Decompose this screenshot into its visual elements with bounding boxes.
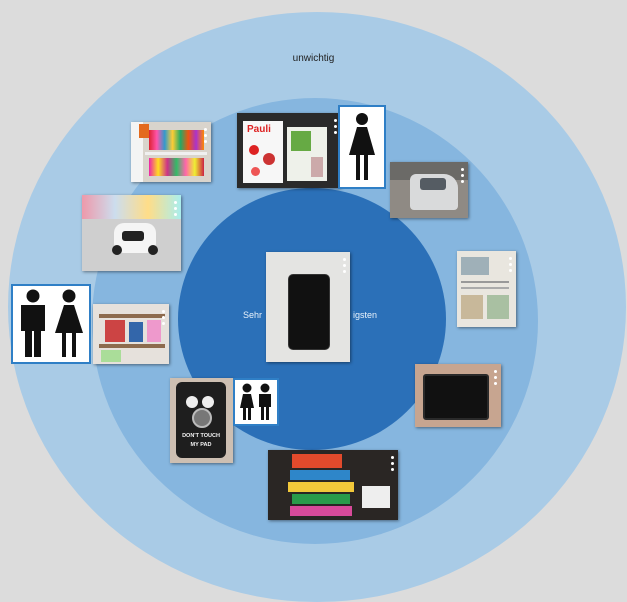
photo-smartphone[interactable]	[266, 252, 350, 362]
inner-ring-label-left: Sehr	[243, 310, 263, 320]
more-dots-icon[interactable]	[334, 119, 337, 134]
photo-newspaper[interactable]	[457, 251, 516, 327]
more-dots-icon[interactable]	[174, 201, 177, 216]
photo-toy-car[interactable]	[82, 195, 181, 271]
more-dots-icon[interactable]	[391, 456, 394, 471]
adults-icon-card	[11, 284, 91, 364]
photo-toy-shelf[interactable]	[93, 304, 169, 364]
children-icon-card	[233, 378, 279, 426]
girl-icon	[240, 383, 254, 420]
photo-car[interactable]	[390, 162, 468, 218]
boy-icon	[259, 383, 271, 420]
more-dots-icon[interactable]	[343, 258, 346, 273]
photo-shelf-books[interactable]	[131, 122, 211, 182]
case-text-line-1: DON'T TOUCH	[182, 433, 220, 439]
more-dots-icon[interactable]	[509, 257, 512, 272]
photo-tablet-case[interactable]: DON'T TOUCH MY PAD	[170, 378, 233, 463]
book-title: Pauli	[247, 124, 271, 135]
more-dots-icon[interactable]	[494, 370, 497, 385]
woman-icon-card	[338, 105, 386, 189]
woman-icon	[55, 289, 83, 357]
photo-tablet[interactable]	[415, 364, 501, 427]
case-text-line-2: MY PAD	[190, 442, 212, 448]
more-dots-icon[interactable]	[162, 310, 165, 325]
more-dots-icon[interactable]	[461, 168, 464, 183]
woman-icon	[349, 113, 375, 180]
inner-ring-label-right: igsten	[353, 310, 378, 320]
photo-books-pauli[interactable]: Pauli	[237, 113, 341, 188]
man-icon	[21, 289, 45, 357]
more-dots-icon[interactable]	[204, 128, 207, 143]
photo-board-games[interactable]	[268, 450, 398, 520]
outer-ring-label: unwichtig	[292, 53, 335, 64]
